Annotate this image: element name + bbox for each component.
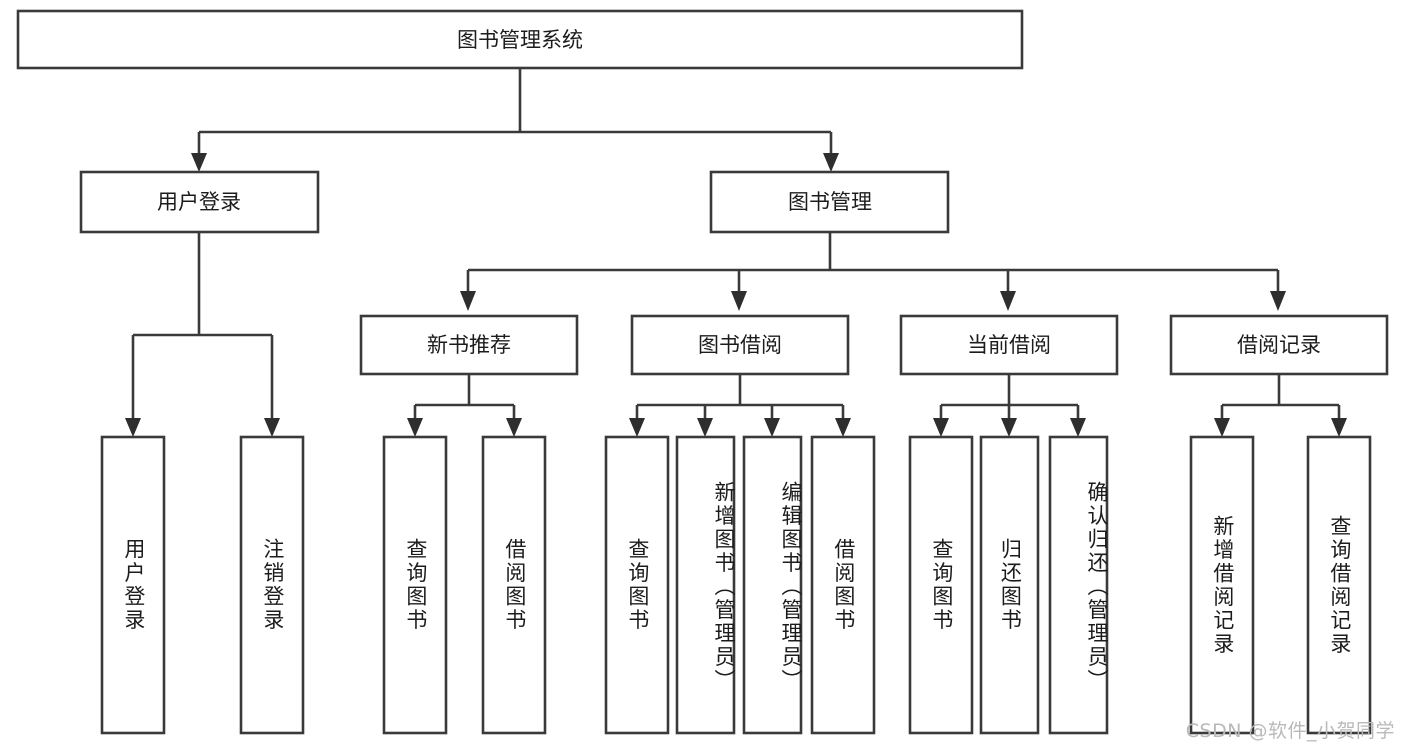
arrow-head-book-mgmt — [823, 153, 839, 172]
node-new-book-recommend-label: 新书推荐 — [427, 333, 511, 357]
leaf-box-current-borrow-1[interactable] — [979, 435, 1040, 735]
node-user-login-box[interactable] — [79, 170, 320, 234]
node-borrow-record-label: 借阅记录 — [1237, 333, 1321, 357]
leaf-box-borrow-record-1[interactable] — [1306, 435, 1372, 735]
node-root-label: 图书管理系统 — [457, 28, 583, 52]
leaf-box-borrow-record-0[interactable] — [1189, 435, 1255, 735]
leaf-box-user-login-1[interactable] — [239, 435, 305, 735]
arrow-head-user-login — [191, 153, 207, 172]
node-book-management[interactable]: 图书管理 — [709, 170, 950, 234]
node-current-borrow[interactable]: 当前借阅 — [899, 314, 1119, 376]
connector-borrow-record-to-leaves — [1214, 374, 1347, 437]
leaf-box-new-book-0[interactable] — [382, 435, 448, 735]
node-borrow-record[interactable]: 借阅记录 — [1169, 314, 1389, 376]
node-root[interactable]: 图书管理系统 — [16, 9, 1024, 70]
node-new-book-recommend-box[interactable] — [359, 314, 579, 376]
leaf-box-user-login-0[interactable] — [100, 435, 166, 735]
connector-book-borrow-to-leaves — [629, 374, 851, 437]
leaf-box-current-borrow-0[interactable] — [908, 435, 974, 735]
leaf-box-book-borrow-3[interactable] — [810, 435, 876, 735]
leaf-box-book-borrow-2[interactable] — [742, 435, 803, 735]
node-book-borrow[interactable]: 图书借阅 — [630, 314, 850, 376]
node-current-borrow-box[interactable] — [899, 314, 1119, 376]
node-root-box[interactable] — [16, 9, 1024, 70]
node-book-management-label: 图书管理 — [788, 190, 872, 214]
leaf-box-current-borrow-2[interactable] — [1048, 435, 1109, 735]
watermark: CSDN @软件_小贺同学 — [1185, 720, 1395, 742]
connector-root-to-level2 — [191, 68, 839, 172]
node-current-borrow-label: 当前借阅 — [967, 333, 1051, 357]
node-user-login-label: 用户登录 — [157, 190, 241, 214]
leaf-box-book-borrow-0[interactable] — [604, 435, 670, 735]
leaf-box-new-book-1[interactable] — [481, 435, 547, 735]
node-user-login[interactable]: 用户登录 — [79, 170, 320, 234]
connector-book-management-to-level3 — [460, 232, 1286, 311]
connector-new-book-to-leaves — [407, 374, 522, 437]
leaf-box-book-borrow-1[interactable] — [675, 435, 736, 735]
connector-user-login-to-leaves — [125, 232, 280, 437]
connector-current-borrow-to-leaves — [933, 374, 1086, 437]
node-book-borrow-label: 图书借阅 — [698, 333, 782, 357]
node-new-book-recommend[interactable]: 新书推荐 — [359, 314, 579, 376]
